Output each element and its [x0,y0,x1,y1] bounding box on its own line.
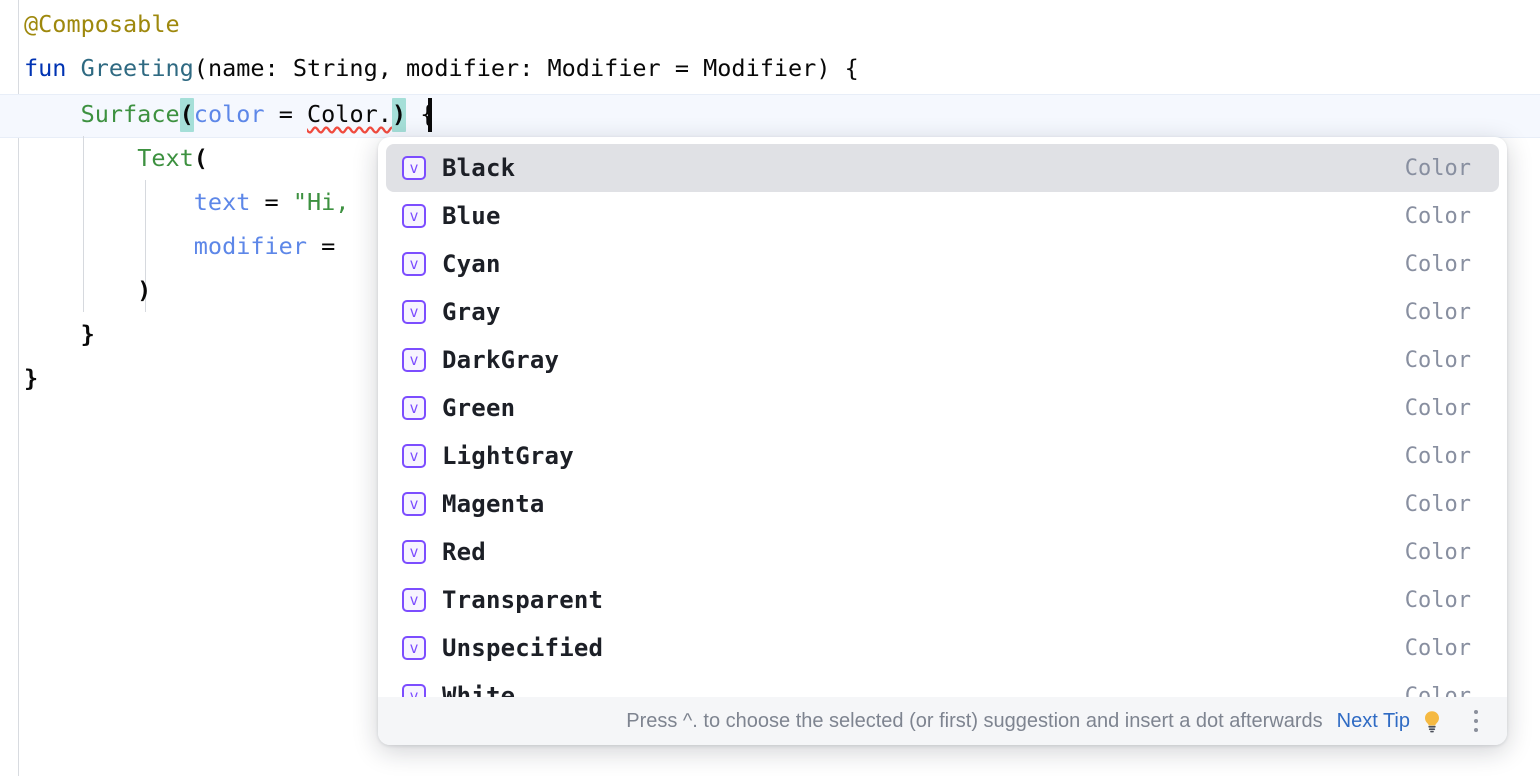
token-signature-rest: (name: String, modifier: Modifier = Modi… [193,54,859,82]
completion-item[interactable]: v DarkGray Color [386,336,1499,384]
completion-item[interactable]: v Cyan Color [386,240,1499,288]
token-close-paren-highlight: ) [391,98,407,132]
kotlin-value-icon: v [402,684,426,697]
token-space [66,54,80,82]
completion-hint-text: Press ^. to choose the selected (or firs… [626,709,1323,732]
completion-item[interactable]: v White Color [386,672,1499,697]
kotlin-value-icon: v [402,156,426,180]
kotlin-value-icon: v [402,540,426,564]
completion-item-label: Red [442,538,486,566]
kotlin-value-icon: v [402,492,426,516]
code-line-fun-signature: fun Greeting(name: String, modifier: Mod… [24,46,859,90]
completion-item-type: Color [1404,683,1471,698]
completion-item[interactable]: v Black Color [386,144,1499,192]
completion-item-type: Color [1404,539,1471,565]
code-line-surface-close: } [24,312,95,356]
kotlin-value-icon: v [402,396,426,420]
kotlin-value-icon: v [402,300,426,324]
token-indent [24,188,194,216]
gutter-divider [18,0,19,776]
completion-item[interactable]: v Red Color [386,528,1499,576]
completion-item-type: Color [1404,587,1471,613]
code-line-fun-close: } [24,356,38,400]
token-equals: = [250,188,293,216]
token-close-brace: } [24,364,39,392]
completion-item[interactable]: v Green Color [386,384,1499,432]
completion-item-label: Magenta [442,490,545,518]
completion-item-type: Color [1404,635,1471,661]
completion-item-label: DarkGray [442,346,560,374]
indent-guide [145,180,146,312]
token-composable-text: Text [137,144,194,172]
completion-item-label: Cyan [442,250,501,278]
completion-item-type: Color [1404,395,1471,421]
completion-item-label: Transparent [442,586,604,614]
completion-item[interactable]: v Magenta Color [386,480,1499,528]
completion-item-label: Gray [442,298,501,326]
code-line-text-arg: text = "Hi, [24,180,350,224]
kotlin-value-icon: v [402,204,426,228]
lightbulb-icon [1419,708,1445,734]
completion-item-label: Unspecified [442,634,604,662]
text-caret [428,98,432,132]
token-function-name: Greeting [80,54,194,82]
completion-item-label: White [442,682,516,697]
token-receiver-color: Color. [307,100,392,128]
completion-item-type: Color [1404,155,1471,181]
token-paren: ( [193,144,208,172]
code-line-surface: Surface(color = Color.) { [24,92,434,136]
token-string-literal: "Hi, [292,188,350,216]
completion-item[interactable]: v Transparent Color [386,576,1499,624]
kebab-dot [1474,728,1478,732]
token-named-arg-color: color [193,100,265,128]
kotlin-value-icon: v [402,444,426,468]
kebab-menu-icon[interactable] [1465,708,1487,734]
completion-item[interactable]: v Gray Color [386,288,1499,336]
code-line-text-close: ) [24,268,151,312]
kotlin-value-icon: v [402,636,426,660]
completion-item[interactable]: v LightGray Color [386,432,1499,480]
token-close-brace: } [24,320,95,348]
kotlin-value-icon: v [402,348,426,372]
token-indent [24,100,81,128]
completion-item-label: Blue [442,202,501,230]
completion-item-type: Color [1404,299,1471,325]
kebab-dot [1474,719,1478,723]
token-open-paren-highlight: ( [179,98,194,132]
token-keyword-fun: fun [24,54,67,82]
completion-item-label: Green [442,394,516,422]
token-equals: = [264,100,307,128]
completion-item[interactable]: v Unspecified Color [386,624,1499,672]
token-named-arg-modifier: modifier [193,232,307,260]
kebab-dot [1474,710,1478,714]
completion-item-type: Color [1404,443,1471,469]
completion-item-label: Black [442,154,516,182]
next-tip-link[interactable]: Next Tip [1336,709,1410,732]
caret-line-highlight [0,94,1540,138]
token-equals: = [306,232,350,260]
token-indent [24,232,194,260]
token-named-arg-text: text [193,188,251,216]
completion-item-type: Color [1404,347,1471,373]
kotlin-value-icon: v [402,252,426,276]
completion-popup-footer: Press ^. to choose the selected (or firs… [378,697,1507,745]
token-indent [24,144,137,172]
code-content: @Composable fun Greeting(name: String, m… [0,0,859,776]
completion-item-type: Color [1404,491,1471,517]
code-line-annotation: @Composable [24,2,180,46]
completion-item-type: Color [1404,203,1471,229]
code-line-modifier-arg: modifier = [24,224,349,268]
completion-item[interactable]: v Blue Color [386,192,1499,240]
token-annotation: @Composable [24,10,180,38]
token-composable-surface: Surface [80,100,180,128]
completion-item-type: Color [1404,251,1471,277]
completion-item-label: LightGray [442,442,574,470]
kotlin-value-icon: v [402,588,426,612]
token-close-paren: ) [24,276,152,304]
code-line-text-open: Text( [24,136,208,180]
indent-guide [83,136,84,312]
